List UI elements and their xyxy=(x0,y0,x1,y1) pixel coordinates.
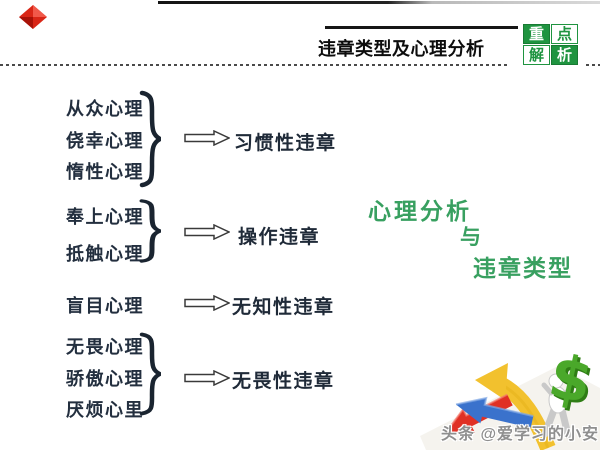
psych-item: 从众心理 xyxy=(66,99,144,119)
psych-item: 抵触心理 xyxy=(66,244,144,264)
psych-item: 惰性心理 xyxy=(66,162,144,182)
blue-arrow-icon xyxy=(455,396,534,428)
figure-person xyxy=(541,373,575,439)
logo-tile: 点 xyxy=(551,24,578,44)
header-top-rule xyxy=(158,1,600,4)
brace-icon xyxy=(139,332,165,416)
toutiao-watermark: 头条 @爱学习的小安 xyxy=(441,426,600,443)
arrow-right-icon xyxy=(184,294,231,312)
yellow-arrow-icon xyxy=(497,377,556,450)
arrow-right-icon xyxy=(184,369,231,387)
caption-line-2: 与 xyxy=(460,225,481,249)
caption-line-3: 违章类型 xyxy=(473,256,573,281)
logo-tile: 析 xyxy=(551,45,578,65)
psych-item: 骄傲心理 xyxy=(66,369,144,389)
slide-title: 违章类型及心理分析 xyxy=(318,39,485,59)
zhongdian-jiexi-logo: 重 点 解 析 xyxy=(523,24,579,66)
psych-item: 无畏心理 xyxy=(66,337,144,357)
header-title-rule xyxy=(325,26,518,29)
violation-type-label: 无知性违章 xyxy=(232,297,335,318)
violation-type-label: 无畏性违章 xyxy=(232,371,335,392)
psych-item: 厌烦心里 xyxy=(66,400,144,420)
yellow-arrow-head xyxy=(475,363,508,400)
arrows-dollar-clipart: $ $ xyxy=(418,338,600,450)
arrow-right-icon xyxy=(184,223,231,241)
header-dashed-rule-right xyxy=(586,64,600,66)
red-diamond-icon xyxy=(18,4,48,35)
psych-item: 奉上心理 xyxy=(66,207,144,227)
psych-item: 盲目心理 xyxy=(66,296,144,316)
violation-type-label: 习惯性违章 xyxy=(234,133,337,154)
psych-item: 侥幸心理 xyxy=(66,131,144,151)
header-dashed-rule xyxy=(0,64,508,66)
arrow-right-icon xyxy=(184,129,231,147)
violation-type-label: 操作违章 xyxy=(238,227,321,248)
logo-tile: 解 xyxy=(523,45,550,65)
logo-tile: 重 xyxy=(523,24,550,44)
brace-icon xyxy=(139,90,165,188)
brace-icon xyxy=(139,199,166,263)
caption-line-1: 心理分析 xyxy=(368,199,472,224)
